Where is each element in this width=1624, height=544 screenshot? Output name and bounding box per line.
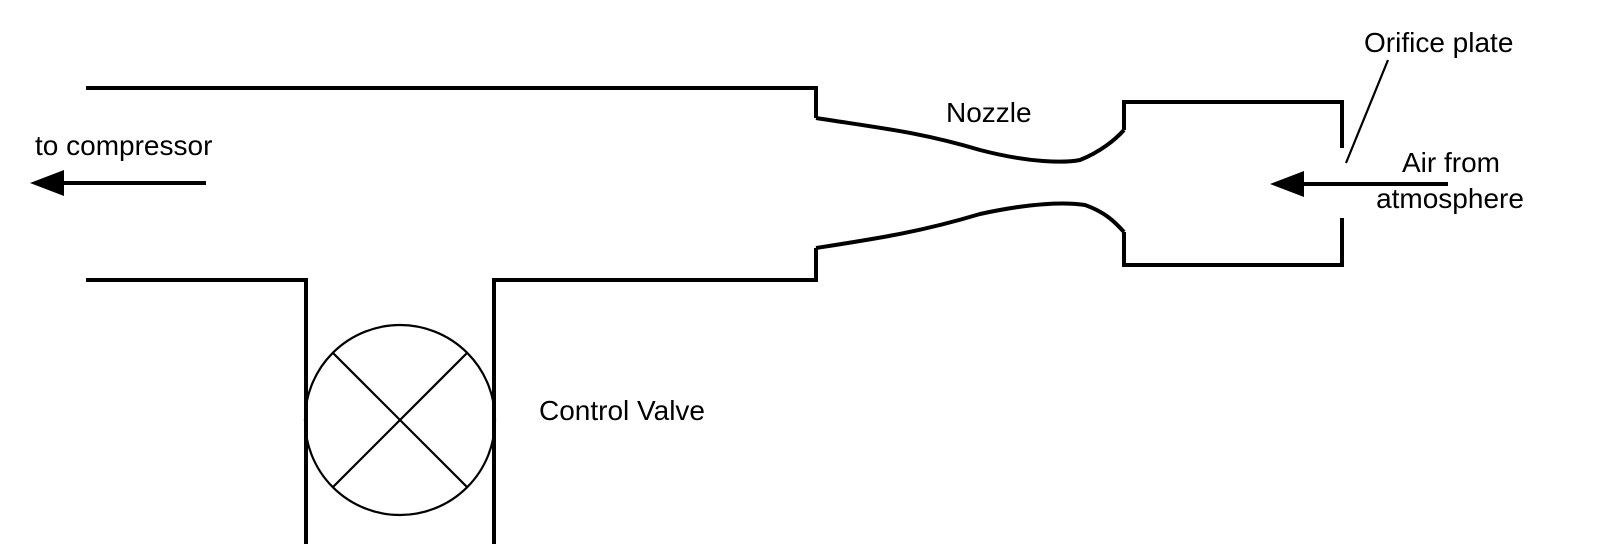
orifice-plate-label: Orifice plate [1364,27,1513,58]
duct-lower-wall-left [86,278,308,544]
air-inlet-arrow-head [1270,171,1304,197]
air-from-label-line2: atmosphere [1376,183,1524,214]
to-compressor-arrow [30,170,206,196]
nozzle-label: Nozzle [946,97,1032,128]
inlet-chamber-top [1122,100,1344,148]
inlet-chamber-bottom [1122,218,1344,267]
control-valve-cross-b [332,352,468,488]
orifice-plate-leader-line [1344,59,1390,164]
nozzle-lower-contour [815,201,1126,250]
duct-upper-wall [86,86,818,118]
air-from-label-line1: Air from [1402,147,1500,178]
control-valve-label: Control Valve [539,395,705,426]
control-valve-symbol [303,323,497,517]
to-compressor-arrow-head [30,170,64,196]
to-compressor-label: to compressor [35,130,212,161]
control-valve-circle [303,323,497,517]
nozzle-upper-contour [815,116,1126,164]
air-inlet-arrow [1270,171,1448,197]
